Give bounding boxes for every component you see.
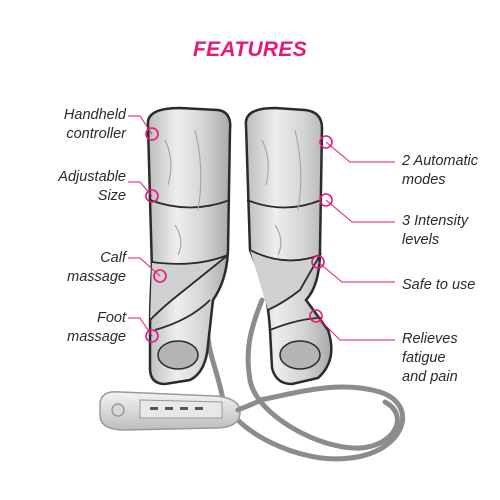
leader-calf-massage	[128, 257, 161, 277]
features-title: FEATURES	[192, 38, 307, 61]
leader-intensity-levels-marker-icon	[319, 193, 333, 207]
leader-foot-massage	[128, 317, 153, 337]
leader-automatic-modes-marker-icon	[319, 135, 333, 149]
leader-handheld-controller	[128, 115, 153, 135]
feature-label-safe-to-use: Safe to use	[402, 277, 476, 293]
air-hose	[204, 297, 406, 462]
right-leg-wrap	[244, 106, 333, 386]
leader-calf-massage-marker-icon	[153, 269, 167, 283]
leader-safe-to-use-marker-icon	[311, 255, 325, 269]
leader-relieves-fatigue-marker-icon	[309, 309, 323, 323]
leader-relieves-fatigue	[315, 315, 395, 341]
leader-adjustable-size-marker-icon	[145, 189, 159, 203]
left-leg-wrap	[146, 106, 232, 386]
leader-intensity-levels	[325, 199, 395, 223]
leader-safe-to-use	[317, 261, 395, 283]
power-button-icon	[111, 403, 125, 417]
handheld-controller	[99, 391, 265, 431]
leader-foot-massage-marker-icon	[145, 329, 159, 343]
leader-automatic-modes	[325, 141, 395, 163]
leader-handheld-controller-marker-icon	[145, 127, 159, 141]
